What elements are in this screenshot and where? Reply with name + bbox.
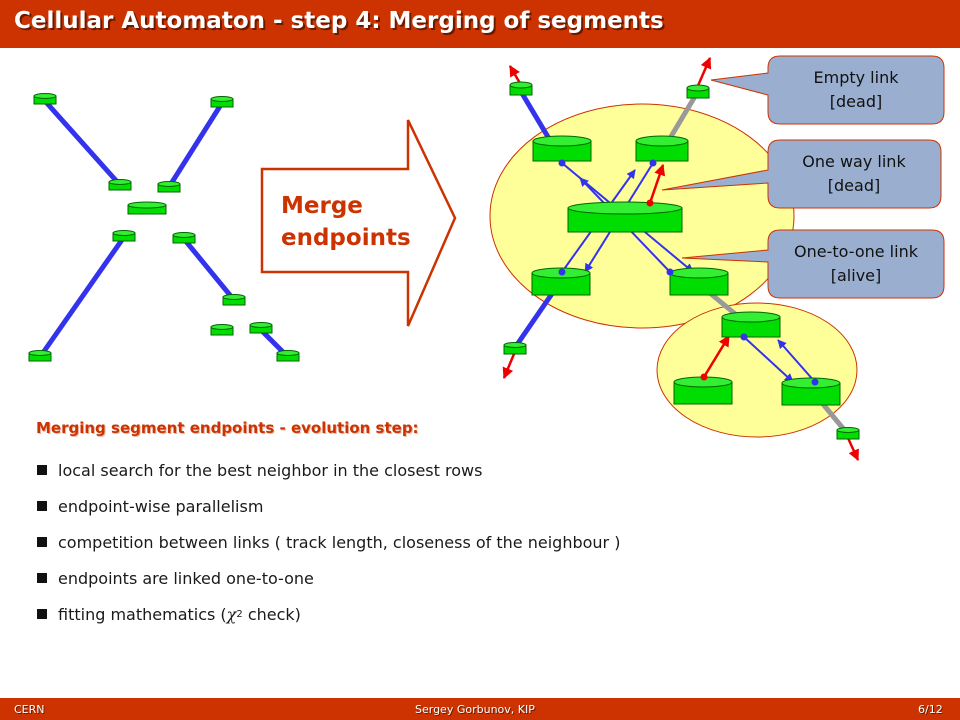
left-node: [222, 294, 246, 306]
callout-oneway-line2: [dead]: [827, 176, 881, 195]
diagram-canvas: [28, 55, 945, 462]
section-heading: Merging segment endpoints - evolution st…: [36, 419, 419, 437]
callout-empty-line2: [dead]: [829, 92, 883, 111]
callout-one-way-text: One way link [dead]: [767, 150, 941, 198]
bullet-list: local search for the best neighbor in th…: [37, 452, 917, 632]
left-node: [157, 181, 181, 193]
left-node: [249, 322, 273, 334]
callout-empty-line1: Empty link: [813, 68, 899, 87]
left-node: [276, 350, 300, 362]
bullet-item: local search for the best neighbor in th…: [37, 452, 917, 488]
footer-center: Sergey Gorbunov, KIP: [415, 703, 535, 716]
callout-one-to-one-link: [681, 229, 945, 299]
chi-symbol: χ: [226, 604, 237, 624]
merge-arrow-label: Merge endpoints: [281, 190, 411, 254]
left-node: [172, 232, 196, 244]
bullet-item: endpoints are linked one-to-one: [37, 560, 917, 596]
slide-title: Cellular Automaton - step 4: Merging of …: [14, 8, 664, 34]
bullet-marker: [37, 537, 47, 547]
bullet-marker: [37, 609, 47, 619]
bullet-item: endpoint-wise parallelism: [37, 488, 917, 524]
endpoint-dots: [558, 159, 819, 386]
right-node: [509, 81, 533, 96]
bullet-text-prefix: fitting mathematics (: [58, 604, 227, 624]
merge-label-line2: endpoints: [281, 225, 411, 251]
bullet-text-suffix: check): [242, 604, 301, 624]
right-node: [567, 201, 683, 233]
bullet-item: competition between links ( track length…: [37, 524, 917, 560]
left-node: [28, 350, 52, 362]
left-node: [108, 179, 132, 191]
right-node: [669, 267, 729, 296]
footer-right: 6/12: [918, 703, 943, 716]
bullet-text: endpoint-wise parallelism: [58, 496, 264, 516]
footer-left: CERN: [14, 703, 45, 716]
callout-empty-link-text: Empty link [dead]: [769, 66, 943, 114]
bullet-text: endpoints are linked one-to-one: [58, 568, 314, 588]
right-node: [721, 311, 781, 338]
footer-bar: [0, 698, 960, 720]
merge-label-line1: Merge: [281, 193, 363, 219]
left-node: [33, 93, 57, 105]
right-node: [836, 427, 860, 440]
right-node: [635, 135, 689, 162]
bullet-text: local search for the best neighbor in th…: [58, 460, 483, 480]
callout-one-to-one-text: One-to-one link [alive]: [769, 240, 943, 288]
right-node: [781, 377, 841, 406]
callout-oneway-line1: One way link: [802, 152, 906, 171]
left-node: [112, 230, 136, 242]
merge-arrow: [260, 119, 457, 327]
callout-one-way-link: [661, 139, 942, 209]
callout-onetoone-line2: [alive]: [830, 266, 882, 285]
left-segments: [28, 93, 300, 362]
callout-empty-link: [710, 55, 945, 125]
bullet-text: competition between links ( track length…: [58, 532, 621, 552]
right-node: [673, 376, 733, 405]
chi-superscript: 2: [236, 608, 243, 620]
title-bar: [0, 0, 960, 48]
callout-onetoone-line1: One-to-one link: [794, 242, 918, 261]
right-node: [532, 135, 592, 162]
right-node: [503, 342, 527, 355]
bullet-marker: [37, 465, 47, 475]
bullet-marker: [37, 501, 47, 511]
left-node: [210, 324, 234, 336]
left-node: [210, 96, 234, 108]
bullet-marker: [37, 573, 47, 583]
left-node: [127, 201, 167, 215]
right-node: [686, 84, 710, 99]
